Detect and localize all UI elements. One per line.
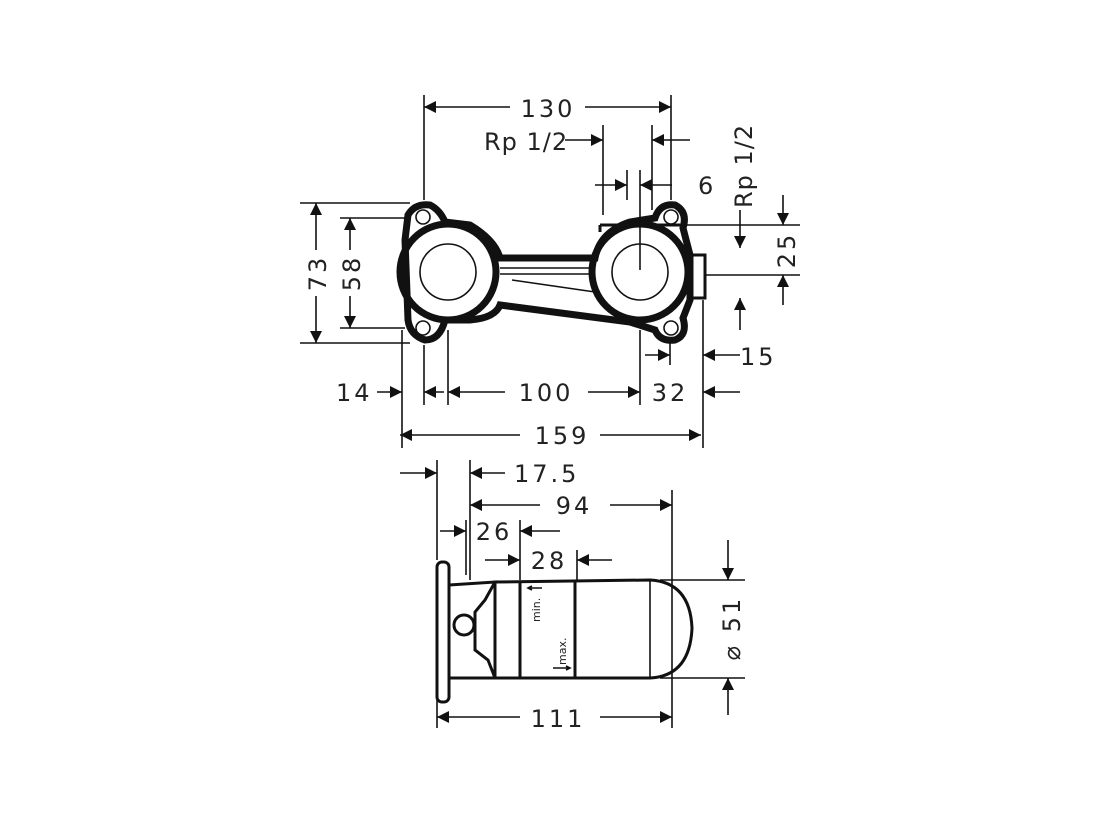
dim-94: 94 — [556, 492, 593, 520]
max-label: max. — [556, 638, 569, 665]
dimension-arrows — [310, 101, 789, 723]
dim-26: 26 — [476, 518, 513, 546]
min-label: min. — [530, 598, 543, 622]
dim-111: 111 — [531, 705, 586, 733]
dim-15: 15 — [740, 343, 777, 371]
dim-32: 32 — [652, 379, 689, 407]
dim-6: 6 — [698, 172, 716, 200]
dim-diameter-51: ⌀ 51 — [718, 596, 746, 661]
dim-rp-side: Rp 1/2 — [730, 124, 758, 208]
side-view-body: min. max. — [435, 560, 694, 704]
dim-73: 73 — [304, 255, 332, 292]
dim-58: 58 — [338, 255, 366, 292]
dim-14: 14 — [336, 379, 373, 407]
top-view-body — [396, 201, 707, 344]
extension-lines — [300, 95, 800, 728]
dimension-labels: 130 Rp 1/2 6 Rp 1/2 25 73 58 15 14 100 3… — [304, 95, 801, 733]
dim-28: 28 — [531, 547, 568, 575]
dim-159: 159 — [535, 422, 590, 450]
dim-130: 130 — [521, 95, 576, 123]
dim-25: 25 — [773, 232, 801, 269]
dim-17-5: 17.5 — [514, 460, 579, 488]
dim-100: 100 — [519, 379, 574, 407]
dim-rp-top: Rp 1/2 — [484, 128, 568, 156]
